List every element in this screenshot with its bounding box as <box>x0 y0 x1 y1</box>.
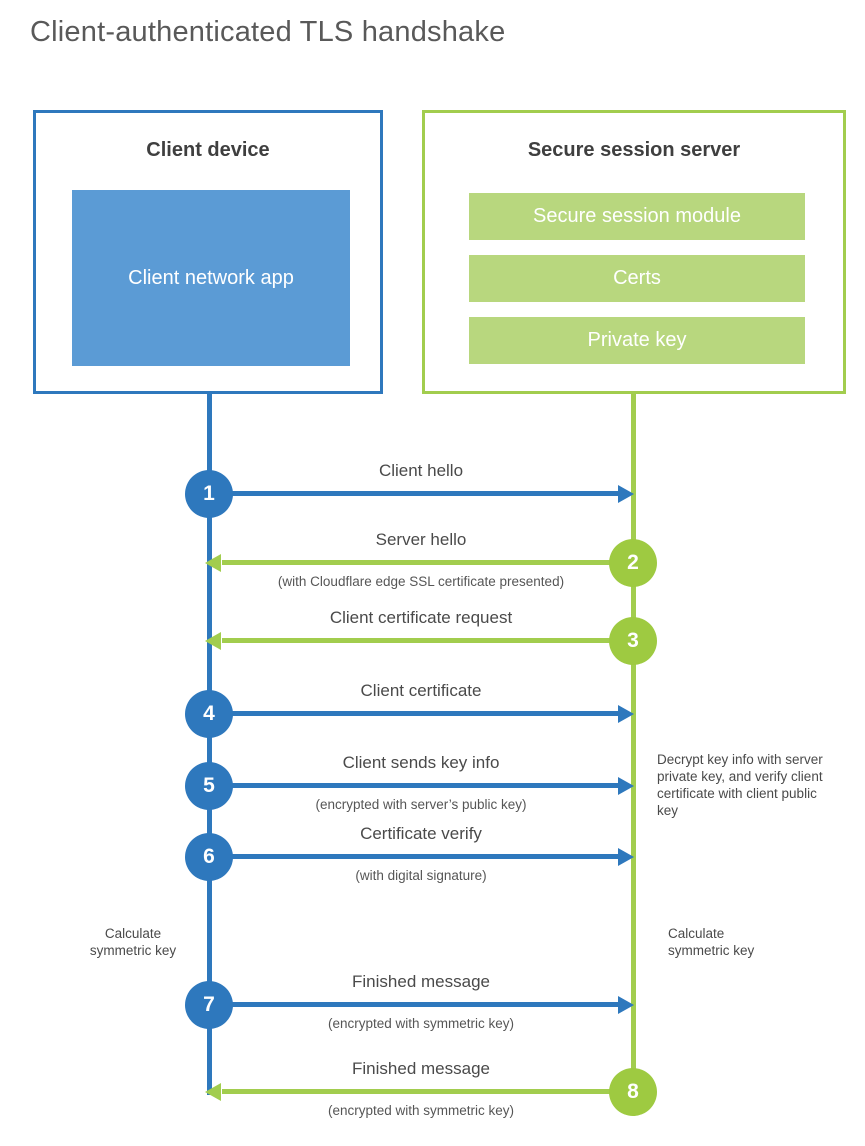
client-network-app-box: Client network app <box>72 190 350 366</box>
client-device-title: Client device <box>146 139 270 161</box>
step-5-arrowhead-icon <box>618 777 634 795</box>
step-2-arrowhead-icon <box>205 554 221 572</box>
step-7-badge: 7 <box>185 981 233 1029</box>
server-lifeline <box>631 394 636 1094</box>
step-6-sublabel: (with digital signature) <box>355 868 487 883</box>
client-device-box: Client device Client network app <box>33 110 383 394</box>
step-1-label: Client hello <box>378 461 464 480</box>
step-4-arrowhead-icon <box>618 705 634 723</box>
step-8-arrowhead-icon <box>205 1083 221 1101</box>
step-2-sublabel: (with Cloudflare edge SSL certificate pr… <box>277 574 565 589</box>
step-3-arrow <box>222 638 612 643</box>
step-4-label: Client certificate <box>360 681 482 700</box>
step-6-arrow <box>230 854 619 859</box>
step-8-sublabel: (encrypted with symmetric key) <box>327 1103 515 1118</box>
step-1-arrow <box>230 491 619 496</box>
page-title: Client-authenticated TLS handshake <box>30 16 506 48</box>
client-lifeline <box>207 394 212 1095</box>
secure-session-server-box: Secure session server Secure session mod… <box>422 110 846 394</box>
step-2-arrow <box>222 560 612 565</box>
step-5-arrow <box>230 783 619 788</box>
step-3-badge: 3 <box>609 617 657 665</box>
step-1-arrowhead-icon <box>618 485 634 503</box>
calc-symmetric-key-server: Calculate symmetric key <box>668 926 755 959</box>
step-2-badge: 2 <box>609 539 657 587</box>
step-8-badge: 8 <box>609 1068 657 1116</box>
step-8-label: Finished message <box>352 1059 490 1078</box>
server-module-certs: Certs <box>469 255 805 302</box>
step-2-label: Server hello <box>375 530 467 549</box>
step-7-arrow <box>230 1002 619 1007</box>
step-3-label: Client certificate request <box>329 608 513 627</box>
step-6-badge: 6 <box>185 833 233 881</box>
step-4-badge: 4 <box>185 690 233 738</box>
step-8-arrow <box>222 1089 612 1094</box>
step-7-sublabel: (encrypted with symmetric key) <box>327 1016 515 1031</box>
server-module-secure-session: Secure session module <box>469 193 805 240</box>
calc-symmetric-key-client: Calculate symmetric key <box>89 926 177 959</box>
secure-session-server-title: Secure session server <box>527 139 741 161</box>
step-7-arrowhead-icon <box>618 996 634 1014</box>
step-4-arrow <box>230 711 619 716</box>
step-5-badge: 5 <box>185 762 233 810</box>
step-3-arrowhead-icon <box>205 632 221 650</box>
step-5-label: Client sends key info <box>342 753 500 772</box>
server-decrypt-note: Decrypt key info with server private key… <box>657 752 823 819</box>
step-1-badge: 1 <box>185 470 233 518</box>
step-5-sublabel: (encrypted with server’s public key) <box>315 797 527 812</box>
server-module-private-key: Private key <box>469 317 805 364</box>
step-7-label: Finished message <box>352 972 490 991</box>
step-6-arrowhead-icon <box>618 848 634 866</box>
step-6-label: Certificate verify <box>360 824 482 843</box>
